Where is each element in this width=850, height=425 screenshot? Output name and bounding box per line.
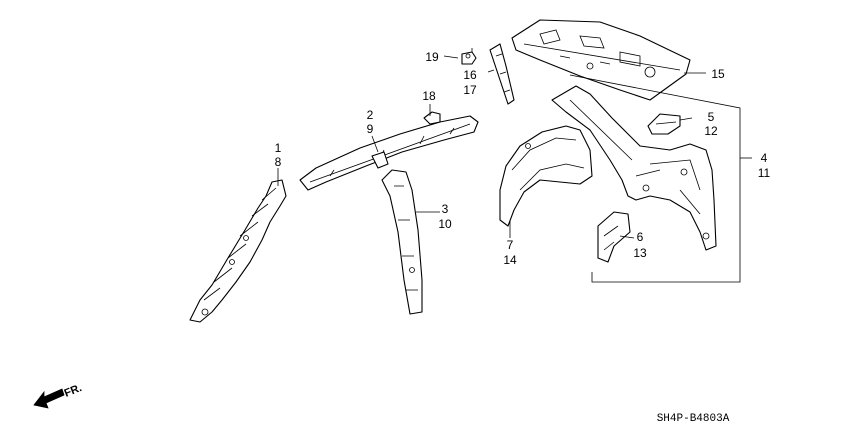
part-wheelhouse: [499, 125, 593, 227]
callout-1: 1: [275, 141, 282, 155]
part-center-pillar: [381, 169, 423, 315]
callout-15: 15: [711, 67, 725, 81]
callout-7: 7: [507, 238, 514, 252]
front-direction-label: FR.: [63, 382, 84, 400]
callout-17: 17: [463, 83, 477, 97]
group-bracket-box: [569, 74, 752, 283]
part-bracket-strip: [489, 43, 515, 105]
part-fastener: [461, 48, 477, 65]
callout-8: 8: [275, 155, 282, 169]
callout-19: 19: [425, 50, 439, 64]
part-small-panel: [597, 211, 631, 263]
callout-6: 6: [637, 230, 644, 244]
callout-13: 13: [633, 246, 647, 260]
part-rear-tray: [511, 19, 691, 101]
part-clip: [423, 111, 441, 125]
front-direction-indicator: FR.: [33, 382, 84, 409]
callout-11: 11: [758, 166, 771, 180]
callout-12: 12: [704, 124, 718, 138]
callout-2: 2: [367, 108, 374, 122]
part-roof-side-rail: [299, 115, 479, 191]
callout-5: 5: [708, 110, 715, 124]
callout-16: 16: [463, 68, 477, 82]
callout-14: 14: [503, 253, 517, 267]
part-small-bracket: [647, 113, 681, 135]
leader-lines: [277, 55, 706, 239]
callout-9: 9: [367, 122, 374, 136]
callout-10: 10: [438, 217, 452, 231]
front-arrow-icon: [33, 388, 65, 409]
diagram-code: SH4P-B4803A: [657, 413, 730, 425]
callout-3: 3: [442, 202, 449, 216]
callout-18: 18: [422, 89, 436, 103]
part-front-pillar: [189, 179, 287, 323]
callout-4: 4: [761, 151, 768, 165]
part-rear-inner-panel: [551, 85, 717, 251]
